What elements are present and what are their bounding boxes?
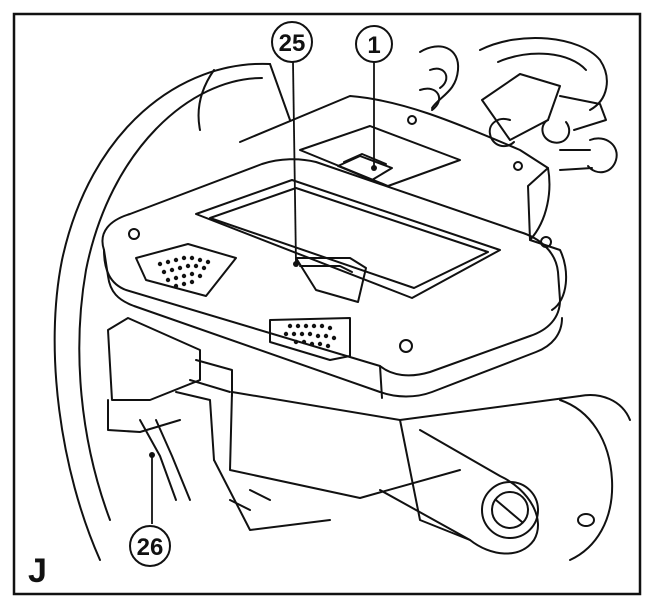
motor-housing-curve xyxy=(559,399,614,561)
motor-housing-top xyxy=(231,391,631,421)
screw-1 xyxy=(128,228,140,240)
screw-3 xyxy=(540,236,552,248)
leader-lines xyxy=(151,61,375,524)
grip-dots-left xyxy=(157,255,211,289)
grip-dots-right xyxy=(283,323,337,349)
wheel-hub-outer xyxy=(481,481,539,539)
handle-frame-lower xyxy=(103,249,563,398)
handle-opening xyxy=(195,179,501,299)
panel-label: J xyxy=(28,552,47,590)
callout-1-label: 1 xyxy=(367,32,380,59)
hose-upper xyxy=(479,36,608,111)
screw-4 xyxy=(513,161,523,171)
blade-guard-outer xyxy=(53,62,271,561)
callout-25-label: 25 xyxy=(279,30,306,57)
screw-2 xyxy=(399,339,413,353)
machine-drawing xyxy=(53,36,631,561)
hose-fitting xyxy=(587,137,618,174)
support-arm xyxy=(379,429,539,555)
nozzle-tube xyxy=(139,419,177,501)
bracket-upper xyxy=(107,317,201,401)
callout-26-label: 26 xyxy=(137,534,164,561)
grip-pad-left xyxy=(135,243,237,297)
callout-1: 1 xyxy=(355,25,393,63)
wheel-hub-inner xyxy=(491,491,529,529)
trigger-lever xyxy=(295,257,367,303)
figure-border xyxy=(12,12,642,596)
housing-top-outline xyxy=(239,95,568,311)
screw-5 xyxy=(407,115,417,125)
small-bolt xyxy=(577,513,595,527)
grip-pad-right xyxy=(269,317,351,361)
switch-recess xyxy=(299,125,461,187)
leader-line-25 xyxy=(292,61,297,265)
callout-26: 26 xyxy=(129,525,171,567)
switch-button xyxy=(337,155,393,181)
handle-frame-outer xyxy=(101,158,561,377)
valve-block xyxy=(481,73,561,141)
hose-coil xyxy=(419,45,460,109)
callout-25: 25 xyxy=(271,21,313,63)
blade-guard-inner xyxy=(78,77,263,521)
